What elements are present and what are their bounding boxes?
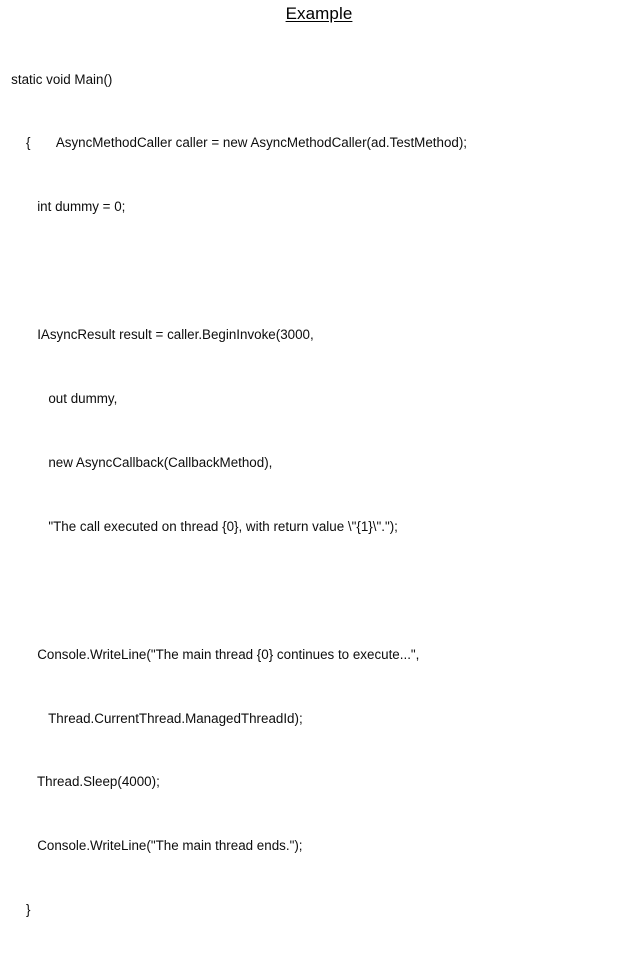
code-line: new AsyncCallback(CallbackMethod), [0, 454, 273, 470]
code-listing: static void Main() { AsyncMethodCaller c… [0, 26, 638, 956]
code-line: out dummy, [0, 391, 118, 407]
code-line: static void Main() [0, 71, 113, 87]
code-line: Thread.CurrentThread.ManagedThreadId); [0, 710, 303, 726]
code-line: int dummy = 0; [0, 199, 126, 215]
page-title: Example [0, 0, 638, 26]
code-line-blank [0, 580, 638, 601]
code-line: { AsyncMethodCaller caller = new AsyncMe… [0, 135, 468, 151]
slide-canvas: Example static void Main() { AsyncMethod… [0, 0, 638, 918]
code-line: Console.WriteLine("The main thread {0} c… [0, 646, 420, 662]
code-line-blank [0, 260, 638, 281]
code-line: "The call executed on thread {0}, with r… [0, 518, 398, 534]
code-line: Console.WriteLine("The main thread ends.… [0, 838, 303, 854]
code-line: } [0, 902, 31, 918]
code-line: Thread.Sleep(4000); [0, 774, 160, 790]
code-line: IAsyncResult result = caller.BeginInvoke… [0, 327, 314, 343]
page-title-text: Example [285, 4, 353, 23]
